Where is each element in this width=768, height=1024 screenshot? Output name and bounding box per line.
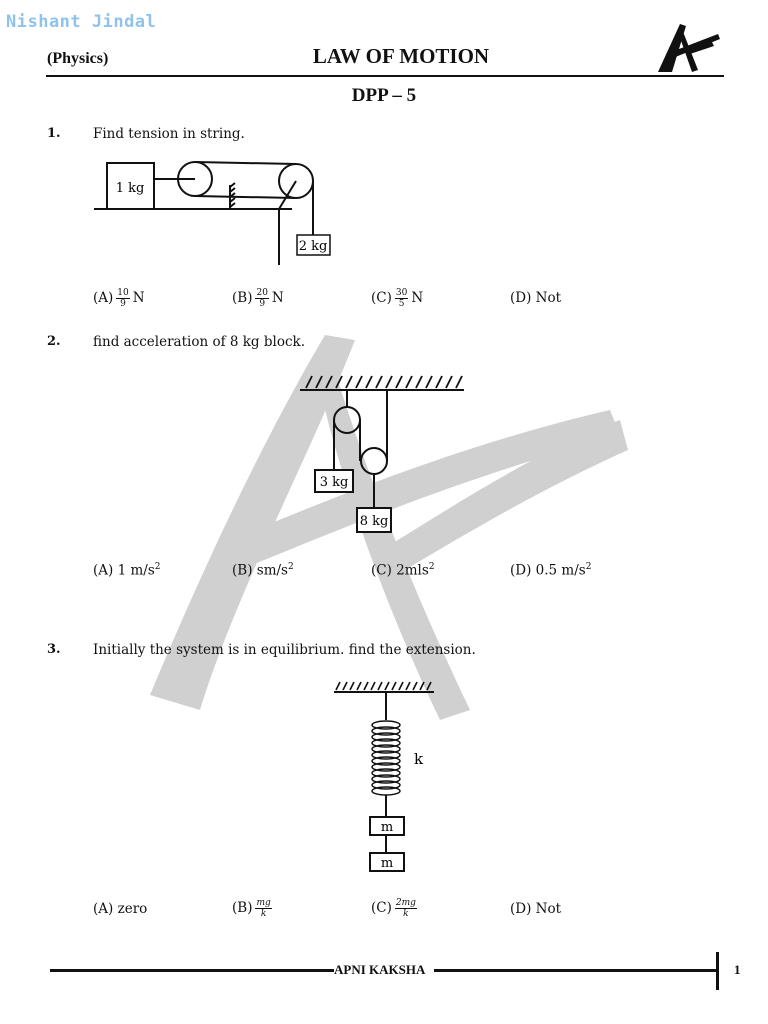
footer-brand: APNI KAKSHA [334, 962, 426, 977]
option-label: (D) [510, 290, 532, 306]
pulley-table-diagram: 1 kg 2 kg [94, 161, 331, 265]
block-label: 3 kg [320, 475, 349, 490]
watermark-author-name: Nishant Jindal [6, 12, 157, 32]
option-d: (D) 0.5 m/s2 [510, 562, 592, 579]
background-logo-watermark [150, 335, 628, 720]
option-label: (D) [510, 901, 532, 917]
question-number: 1. [47, 126, 61, 141]
question-text: find acceleration of 8 kg block. [93, 334, 305, 350]
question-text: Initially the system is in equilibrium. … [93, 642, 476, 658]
spring-constant-label: k [414, 750, 424, 768]
option-label: (B) [232, 900, 253, 916]
option-a: (A) zero [93, 901, 148, 917]
option-d: (D) Not [510, 290, 562, 306]
spring-mass-diagram: k m m [334, 681, 434, 872]
page-title: LAW OF MOTION [312, 44, 490, 68]
subject-label: (Physics) [47, 50, 109, 67]
mass-label: m [381, 856, 393, 871]
option-label: (C) [371, 290, 392, 306]
option-label: (C) [371, 562, 392, 579]
question-number: 3. [47, 642, 61, 657]
footer-divider-left [50, 969, 334, 972]
option-a: (A) 1 m/s2 [93, 562, 161, 579]
option-label: (A) [93, 901, 114, 917]
dpp-heading: DPP – 5 [351, 85, 417, 106]
option-label: (A) [93, 290, 114, 306]
footer-end-bar [716, 952, 719, 990]
double-pulley-diagram: 3 kg 8 kg [300, 375, 464, 533]
option-b: (B) sm/s2 [232, 562, 294, 579]
block-label: 2 kg [299, 239, 328, 254]
question-number: 2. [47, 334, 61, 349]
option-c: (C) 2mls2 [371, 562, 435, 579]
option-label: (B) [232, 290, 253, 306]
block-label: 8 kg [360, 514, 389, 529]
header-divider [46, 75, 724, 77]
brand-logo [658, 24, 720, 72]
option-d: (D) Not [510, 901, 562, 917]
block-label: 1 kg [116, 181, 145, 196]
question-text: Find tension in string. [93, 126, 245, 142]
option-label: (B) [232, 562, 253, 579]
option-label: (C) [371, 900, 392, 916]
footer-divider-right [434, 969, 718, 972]
mass-label: m [381, 820, 393, 835]
page-number: 1 [734, 962, 741, 977]
option-label: (D) [510, 562, 532, 579]
option-label: (A) [93, 562, 114, 579]
